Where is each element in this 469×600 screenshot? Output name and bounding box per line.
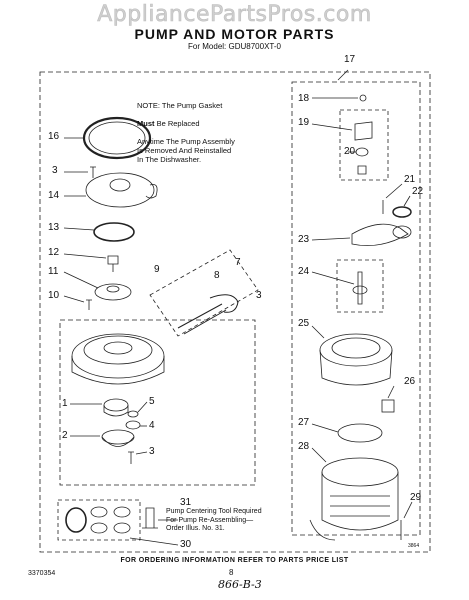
callout-10: 10 — [48, 290, 60, 301]
ordering-footer: FOR ORDERING INFORMATION REFER TO PARTS … — [120, 557, 349, 564]
part-25-mount — [319, 333, 393, 367]
pump-frame — [59, 319, 256, 486]
callout-3-tube: 3 — [256, 290, 262, 301]
callout-21: 21 — [404, 174, 416, 185]
callout-22: 22 — [412, 186, 424, 197]
part-3-lower-screw — [128, 451, 134, 464]
part-9-tube — [177, 303, 227, 335]
part-12-nut — [107, 255, 119, 272]
callout-27: 27 — [298, 417, 310, 428]
document-code: 3370354 — [28, 570, 56, 577]
callout-1: 1 — [62, 398, 68, 409]
callout-24: 24 — [298, 266, 310, 277]
part-22-ring — [392, 206, 412, 218]
part-1-seal — [103, 398, 129, 412]
part-10-screw — [86, 299, 92, 310]
part-4-ring — [125, 420, 141, 430]
callout-3-lower: 3 — [149, 446, 155, 457]
part-27-disc — [337, 423, 383, 443]
pump-centering-tool-note: Pump Centering Tool Required For Pump Re… — [166, 508, 262, 532]
callout-8: 8 — [214, 270, 220, 281]
callout-2: 2 — [62, 430, 68, 441]
note-line-2: Be Replaced — [154, 119, 200, 128]
callout-5: 5 — [149, 396, 155, 407]
note-emphasis: Must — [137, 119, 155, 128]
pump-gasket-note: NOTE: The Pump Gasket Must Be Replaced A… — [137, 92, 257, 164]
callout-26: 26 — [404, 376, 416, 387]
part-28-motor-top — [321, 457, 399, 487]
callout-31: 31 — [180, 497, 192, 508]
callout-11: 11 — [48, 266, 59, 277]
watermark-text: AppliancePartsPros.com — [97, 2, 372, 28]
part-11-impeller — [94, 283, 132, 301]
callout-12: 12 — [48, 247, 60, 258]
part-13-ring — [93, 222, 135, 242]
model-subtitle: For Model: GDU8700XT-0 — [188, 42, 281, 51]
page-title: PUMP AND MOTOR PARTS — [134, 26, 335, 42]
part-3-screw — [90, 166, 96, 178]
part-20-bearing — [355, 147, 369, 157]
part-5-ring — [127, 410, 139, 418]
part-9-box — [149, 249, 259, 337]
callout-17: 17 — [344, 54, 356, 65]
callout-9: 9 — [154, 264, 160, 275]
part-14-guard — [85, 172, 155, 208]
callout-25: 25 — [298, 318, 310, 329]
callout-18: 18 — [298, 93, 310, 104]
callout-28: 28 — [298, 441, 310, 452]
callout-14: 14 — [48, 190, 60, 201]
callout-19: 19 — [298, 117, 310, 128]
part-19-box — [339, 109, 389, 181]
callout-13: 13 — [48, 222, 60, 233]
part-24-box — [336, 259, 384, 313]
callout-16: 16 — [48, 131, 60, 142]
callout-29: 29 — [410, 492, 422, 503]
part-31-tool — [142, 507, 158, 529]
motor-frame — [291, 81, 421, 536]
part-24-shaft — [357, 271, 363, 305]
pump-housing — [71, 333, 165, 379]
note-rest: Anytime The Pump Assembly Is Removed And… — [137, 137, 235, 164]
callout-20: 20 — [344, 146, 356, 157]
page-number: 8 — [229, 568, 234, 577]
callout-3-upper: 3 — [52, 165, 58, 176]
part-26-clip — [381, 399, 395, 413]
callout-30: 30 — [180, 539, 192, 550]
callout-23: 23 — [298, 234, 310, 245]
part-23-bracket — [351, 223, 409, 247]
handwritten-note: 866-B-3 — [218, 578, 262, 591]
callout-4: 4 — [149, 420, 155, 431]
part-18-nut — [359, 94, 367, 102]
part-30-box — [57, 499, 141, 541]
corner-stamp: 3864 — [408, 543, 420, 549]
callout-7: 7 — [235, 257, 241, 268]
part-19-assembly — [354, 121, 373, 141]
part-30-gasket-a — [65, 507, 87, 533]
note-line-1: NOTE: The Pump Gasket — [137, 101, 223, 110]
outer-frame — [39, 71, 431, 553]
